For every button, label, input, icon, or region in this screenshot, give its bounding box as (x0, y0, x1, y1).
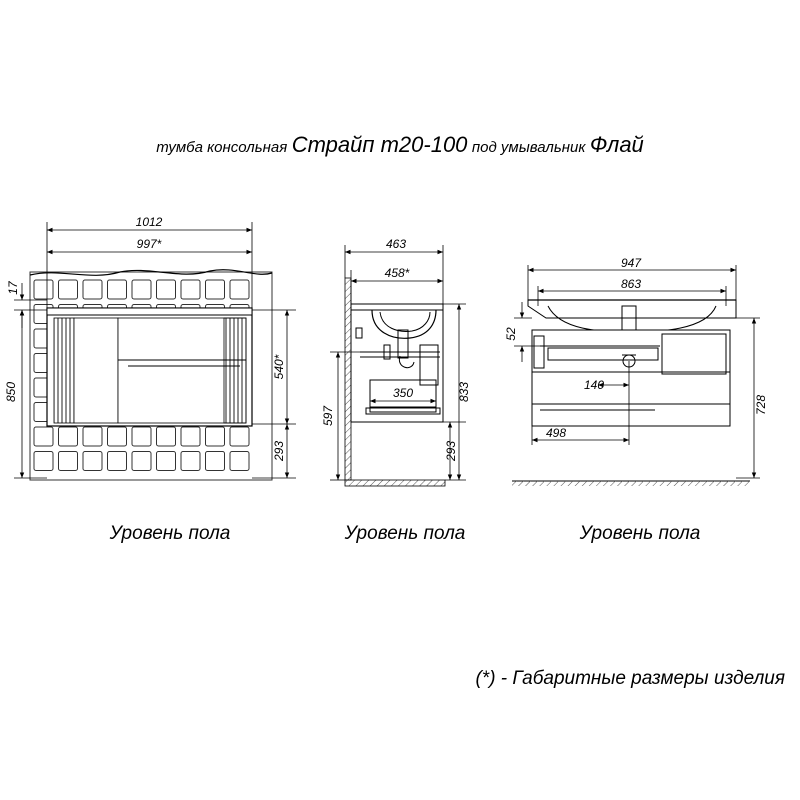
wall-wavy-edge (29, 269, 273, 276)
wall-tile (205, 279, 225, 300)
dim-540: 540* (272, 354, 286, 379)
dim-728: 728 (754, 395, 768, 415)
floor-label-rear: Уровень пола (579, 523, 701, 544)
title-part-4: Флай (589, 132, 644, 157)
dim-350: 350 (393, 386, 413, 400)
wall-tile (131, 279, 152, 300)
side-cabinet (350, 303, 444, 423)
wall-tile (107, 279, 127, 300)
rear-cabinet (527, 299, 737, 427)
wall-tile (58, 426, 78, 447)
dim-458: 458* (385, 266, 410, 280)
title-part-3: под умывальник (471, 139, 586, 156)
front-view: 1012 997* 17 850 540* 293 (4, 215, 296, 481)
floor-label-front: Уровень пола (109, 523, 231, 544)
side-dimensions (330, 245, 466, 481)
wall-tile (205, 426, 225, 447)
wall-tile (205, 451, 225, 471)
dim-17: 17 (6, 280, 20, 295)
footnote: (*) - Габаритные размеры изделия (475, 668, 785, 689)
title-part-1: тумба консольная (156, 139, 288, 156)
dim-293-side: 293 (444, 441, 458, 462)
wall-tile (156, 451, 176, 471)
dim-463: 463 (386, 237, 406, 251)
wall-tile (229, 451, 250, 471)
wall-tile (33, 279, 54, 300)
dim-850: 850 (4, 382, 18, 402)
front-cabinet (46, 307, 253, 427)
dim-833: 833 (457, 382, 471, 402)
wall-tile (156, 279, 176, 300)
wall-tile (107, 451, 127, 471)
wall-tile (180, 426, 201, 447)
wall-tile (33, 451, 54, 471)
dim-863: 863 (621, 277, 641, 291)
dim-498: 498 (546, 426, 566, 440)
rear-dimensions (514, 265, 760, 479)
wall-tile (229, 279, 250, 300)
side-floor-hatch (344, 479, 446, 487)
dim-597: 597 (321, 405, 335, 426)
wall-tile (58, 451, 78, 471)
dim-52: 52 (504, 327, 518, 341)
dim-947: 947 (621, 256, 642, 270)
dim-1012: 1012 (136, 215, 163, 229)
title-part-2: Страйп т20-100 (291, 132, 468, 157)
rear-floor-hatch (512, 481, 750, 486)
wall-tile (156, 426, 176, 447)
side-wall-hatch (344, 277, 352, 481)
wall-tile (107, 426, 127, 447)
wall-tile (33, 426, 54, 447)
floor-label-side: Уровень пола (344, 523, 466, 544)
wall-tile (58, 279, 78, 300)
wall-tile (82, 426, 103, 447)
dim-293-front: 293 (272, 441, 286, 462)
dim-140: 140 (584, 378, 604, 392)
rear-view: 947 863 52 140 498 728 (504, 256, 768, 486)
wall-tile (131, 426, 152, 447)
wall-tile (180, 451, 201, 471)
front-dimensions (14, 222, 296, 479)
wall-tile (82, 451, 103, 471)
wall-tile (180, 279, 201, 300)
wall-tile (82, 279, 103, 300)
side-view: 463 458* 350 597 833 293 (321, 237, 471, 487)
wall-tile (131, 451, 152, 471)
drawing-title: тумба консольная Страйп т20-100 под умыв… (0, 132, 800, 158)
dim-997: 997* (137, 237, 162, 251)
wall-tile (229, 426, 250, 447)
